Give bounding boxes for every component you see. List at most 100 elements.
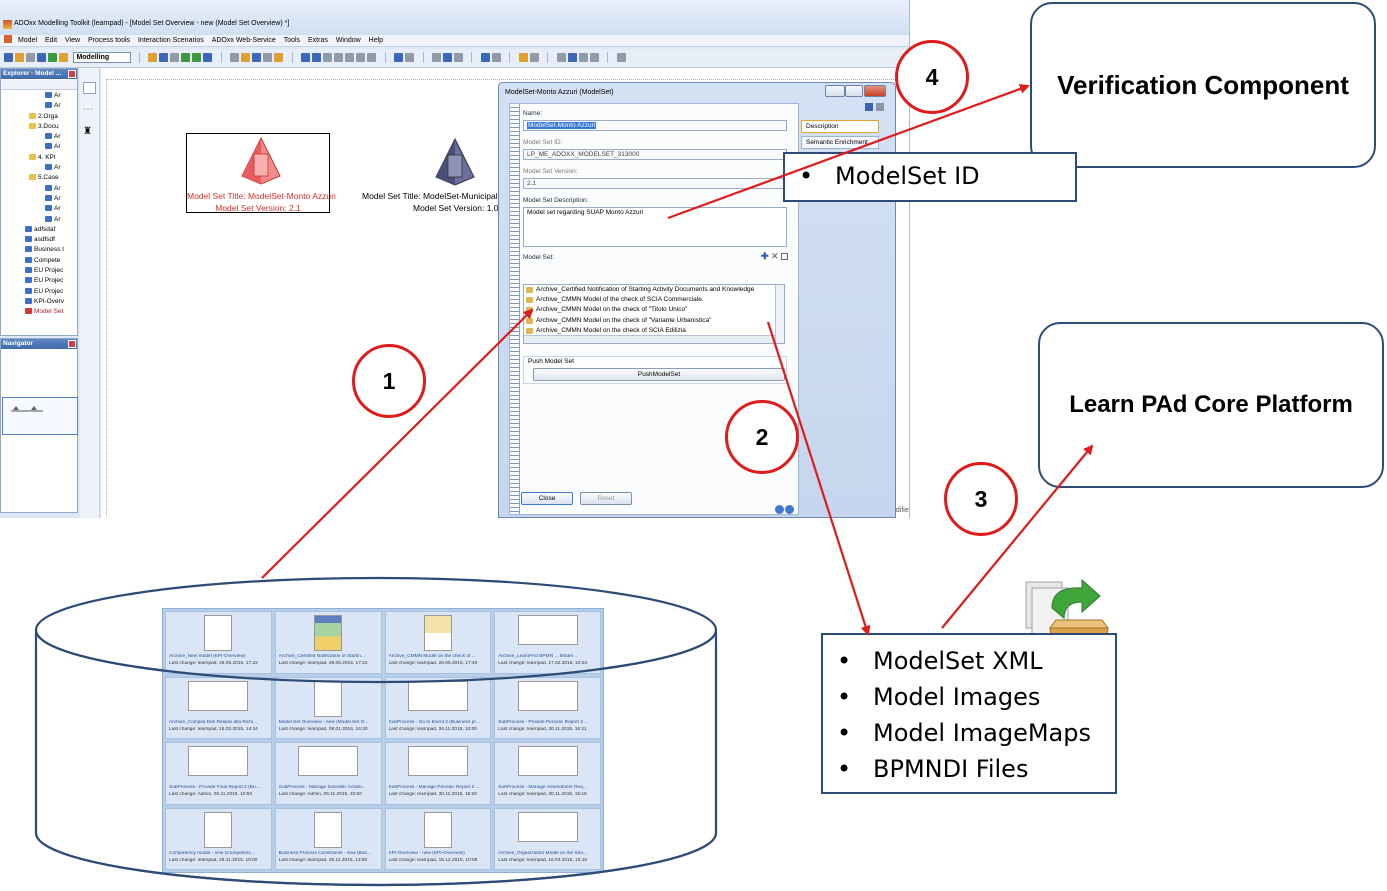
remove-model-icon[interactable]: ✕: [771, 251, 779, 261]
open-folder-icon[interactable]: [241, 53, 251, 62]
save-icon[interactable]: [865, 103, 873, 111]
mode-select[interactable]: Modelling: [73, 52, 132, 63]
repository-model-tile[interactable]: Archive_New model (KPI-Overview)Last cha…: [165, 611, 272, 674]
pointer-icon[interactable]: [518, 53, 528, 62]
distribute-icon[interactable]: [567, 53, 577, 62]
menu-extras[interactable]: Extras: [308, 37, 328, 44]
modelset-version-field[interactable]: 2.1: [523, 178, 787, 189]
previous-arrow-icon[interactable]: [775, 505, 784, 514]
explorer-item[interactable]: Ar: [3, 184, 77, 194]
repository-model-tile[interactable]: Archive_Compila Dati Relativi alla Richi…: [165, 676, 272, 739]
repository-model-tile[interactable]: SubProcess - Manage Periodic Report 2 ..…: [384, 742, 492, 805]
check-icon[interactable]: [181, 53, 191, 62]
new-icon[interactable]: [4, 53, 13, 62]
repository-model-tile[interactable]: Archive_Certified Notification of Starti…: [274, 611, 382, 674]
explorer-item[interactable]: 4. KPI: [3, 153, 77, 163]
frame-icon[interactable]: [203, 53, 213, 62]
layout-icon[interactable]: [405, 53, 415, 62]
connector-icon[interactable]: [480, 53, 490, 62]
edit-icon[interactable]: [15, 53, 24, 62]
connect-tool-icon[interactable]: ⋯: [83, 104, 93, 115]
document-menu-icon[interactable]: [4, 35, 12, 43]
print-icon[interactable]: [263, 53, 273, 62]
refresh-icon[interactable]: [48, 53, 57, 62]
info-icon[interactable]: [616, 53, 626, 62]
zoom-icon[interactable]: [431, 53, 441, 62]
explorer-item[interactable]: EU Projec: [3, 287, 77, 297]
menu-model[interactable]: Model: [17, 37, 38, 44]
modelset-tool-icon[interactable]: ♜: [83, 126, 92, 137]
explorer-item[interactable]: Ar: [3, 204, 77, 214]
explorer-item[interactable]: adfsdaf: [3, 225, 77, 235]
add-model-icon[interactable]: ✚: [761, 251, 769, 261]
modelset-description-field[interactable]: Model set regarding SUAP Monto Azzuri: [523, 207, 787, 247]
menu-help[interactable]: Help: [368, 37, 384, 44]
settings-icon[interactable]: [26, 53, 35, 62]
repository-model-tile[interactable]: SubProcess - Go to Event 2 (Business pr.…: [384, 676, 492, 739]
menu-view[interactable]: View: [65, 37, 81, 44]
modelset-list-item[interactable]: Archive_CMMN Model on the check of "Tito…: [524, 305, 776, 315]
menu-web-service[interactable]: ADOxx Web-Service: [211, 37, 276, 44]
repository-model-tile[interactable]: SubProcess - Manage Amendment Req...Last…: [494, 742, 601, 805]
replace-icon[interactable]: [367, 53, 377, 62]
close-button[interactable]: Close: [521, 492, 573, 505]
menu-tools[interactable]: Tools: [283, 37, 301, 44]
explorer-item[interactable]: asdfsdf: [3, 235, 77, 245]
repository-model-tile[interactable]: Competency model - new (Competenc...Last…: [165, 807, 272, 870]
modelset-list[interactable]: Archive_Certified Notification of Starti…: [523, 284, 785, 344]
modelset-id-field[interactable]: LP_ME_ADOXX_MODELSET_313000: [523, 149, 787, 160]
zoom-out-icon[interactable]: [453, 53, 463, 62]
grid-icon[interactable]: [159, 53, 169, 62]
close-icon[interactable]: [68, 70, 76, 78]
modelset-list-item[interactable]: Archive_CMMN Model on the check of "Vari…: [524, 316, 776, 326]
maximize-button[interactable]: [845, 85, 863, 97]
explorer-item[interactable]: Compete: [3, 256, 77, 266]
explorer-item[interactable]: Ar: [3, 101, 77, 111]
name-field[interactable]: ModelSet-Monto Azzuri: [523, 120, 787, 131]
menu-process-tools[interactable]: Process tools: [88, 37, 131, 44]
cut-icon[interactable]: [323, 53, 333, 62]
undo-icon[interactable]: [301, 53, 311, 62]
home-icon[interactable]: [148, 53, 158, 62]
explorer-item[interactable]: Ar: [3, 142, 77, 152]
align-icon[interactable]: [556, 53, 566, 62]
table-icon[interactable]: [170, 53, 180, 62]
repository-model-tile[interactable]: Archive_LearnPAd BPMN ... Model ...Last …: [494, 611, 601, 674]
snap-icon[interactable]: [589, 53, 599, 62]
tab-semantic-enrichment[interactable]: Semantic Enrichment: [801, 136, 879, 149]
modelset-list-item[interactable]: Archive_CMMN Model of the check of SCIA …: [524, 295, 776, 305]
pointer-tool-icon[interactable]: [83, 82, 96, 94]
repository-model-tile[interactable]: Archive_Organization Model on the Sen...…: [494, 807, 601, 870]
explorer-item[interactable]: EU Projec: [3, 266, 77, 276]
export-icon[interactable]: [274, 53, 284, 62]
explorer-item[interactable]: Ar: [3, 215, 77, 225]
next-arrow-icon[interactable]: [785, 505, 794, 514]
repository-model-tile[interactable]: SubProcess - Manage Scientific Activiti.…: [274, 742, 382, 805]
modelset-icon-monto-azzuri[interactable]: [236, 136, 286, 186]
globe-icon[interactable]: [37, 53, 46, 62]
selected-modelset-box[interactable]: [186, 133, 330, 213]
explorer-item[interactable]: Ar: [3, 163, 77, 173]
navigator-viewport[interactable]: [2, 397, 78, 435]
repository-model-tile[interactable]: SubProcess - Provide Final Report 2 (Bu.…: [165, 742, 272, 805]
horizontal-scrollbar[interactable]: [524, 335, 776, 343]
save-icon[interactable]: [252, 53, 262, 62]
explorer-item[interactable]: Ar: [3, 91, 77, 101]
expand-icon[interactable]: [781, 253, 788, 260]
close-icon[interactable]: [68, 340, 76, 348]
minimize-button[interactable]: [825, 85, 845, 97]
repository-model-tile[interactable]: Model Set Overview - new (Model Set O...…: [274, 676, 382, 739]
modelset-icon-municipality[interactable]: [430, 137, 480, 187]
explorer-item[interactable]: Ar: [3, 194, 77, 204]
reset-button[interactable]: Reset: [580, 492, 632, 505]
repository-model-tile[interactable]: KPI-Overview - new (KPI-Overview)Last ch…: [384, 807, 492, 870]
vertical-scrollbar[interactable]: [775, 285, 784, 343]
line-icon[interactable]: [529, 53, 539, 62]
explorer-item[interactable]: 3.Docu: [3, 122, 77, 132]
target-icon[interactable]: [578, 53, 588, 62]
explorer-item[interactable]: Model Set: [3, 307, 77, 317]
new-file-icon[interactable]: [230, 53, 240, 62]
copy-icon[interactable]: [334, 53, 344, 62]
repository-model-tile[interactable]: SubProcess - Provide Periodic Report 2 .…: [494, 676, 601, 739]
